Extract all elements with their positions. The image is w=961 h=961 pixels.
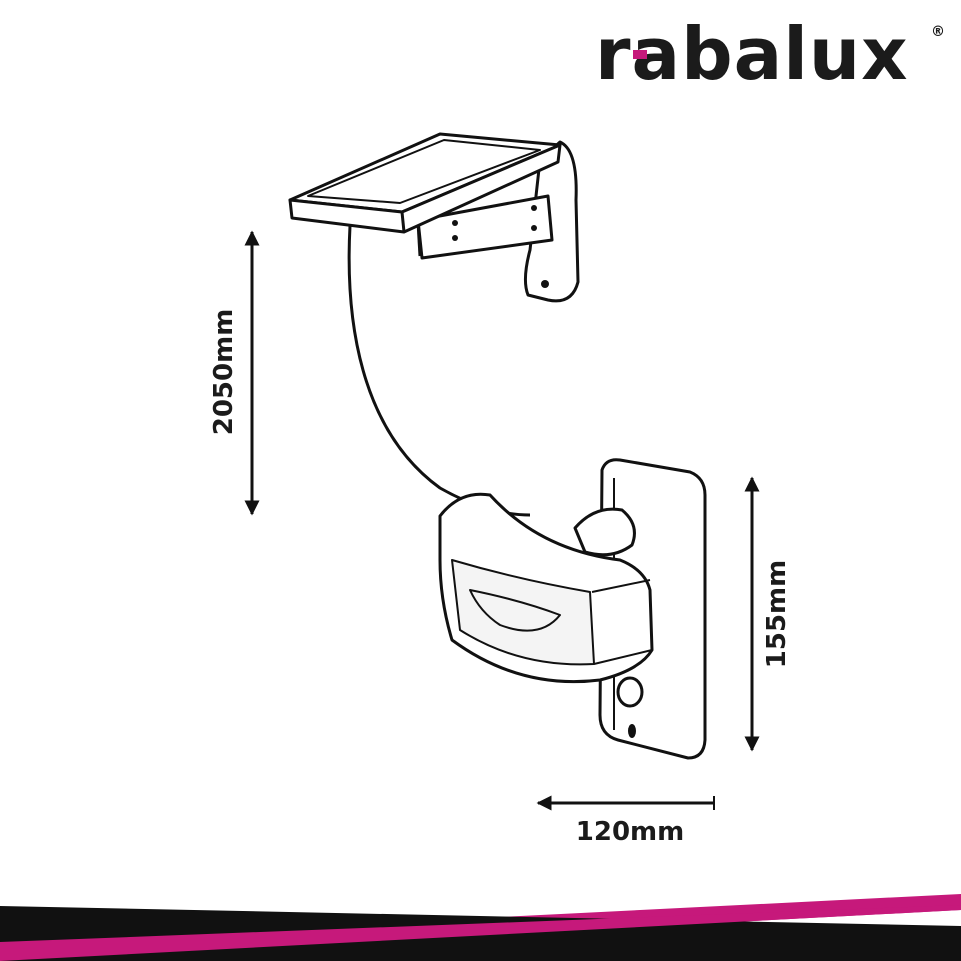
connecting-cable xyxy=(347,225,531,517)
lamp-depth-label: 120mm xyxy=(576,817,684,847)
lamp-height-label: 155mm xyxy=(762,560,792,668)
logo-accent-mark xyxy=(633,50,647,59)
cable-length-label: 2050mm xyxy=(209,309,239,436)
brand-name: rabalux xyxy=(595,12,909,96)
brand-logo: rabalux ® xyxy=(595,14,955,94)
solar-panel xyxy=(288,132,580,303)
lamp-unit xyxy=(438,458,707,760)
lamp-swivel-joint xyxy=(573,507,636,557)
registered-mark: ® xyxy=(931,24,945,40)
